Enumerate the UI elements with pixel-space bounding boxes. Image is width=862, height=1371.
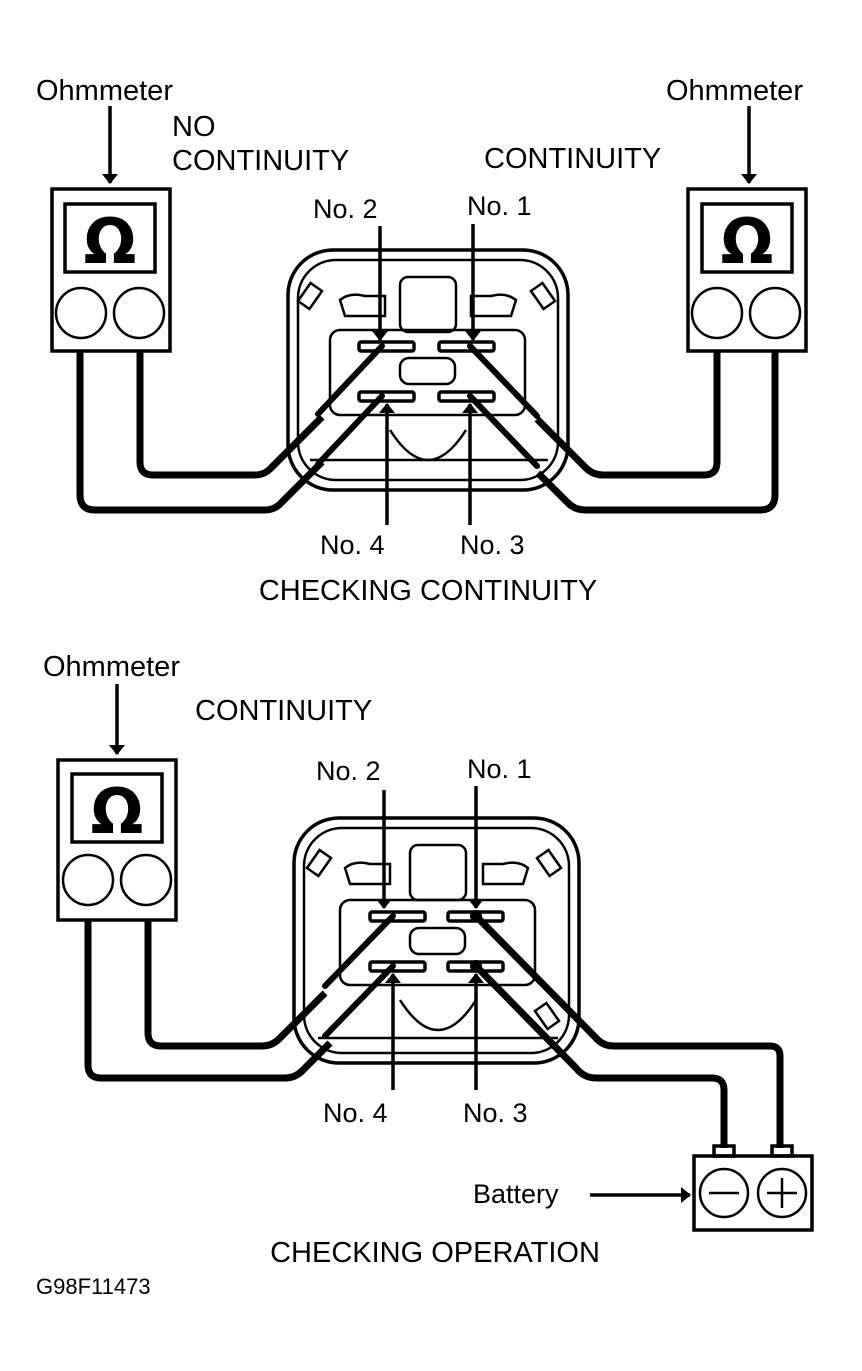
no-continuity-label-1: NO [172, 111, 216, 143]
bottom-connector [292, 816, 581, 1065]
terminal-label-no3: No. 3 [463, 1098, 528, 1128]
figure-code: G98F11473 [36, 1274, 151, 1299]
right-ohmmeter-label: Ohmmeter [666, 75, 803, 107]
bottom-panel: Ohmmeter CONTINUITY Ω [43, 651, 814, 1269]
meter-terminal-icon [690, 286, 744, 340]
continuity-label-top: CONTINUITY [484, 143, 661, 175]
no-continuity-label-2: CONTINUITY [172, 145, 349, 177]
bottom-ohmmeter-label: Ohmmeter [43, 651, 180, 683]
meter-terminal-icon [61, 853, 115, 907]
bottom-lead-wire-outer [84, 920, 333, 1082]
right-lead-wire-outer [535, 351, 779, 514]
battery-wire-negative [473, 963, 728, 1148]
probe-no4 [315, 393, 385, 467]
left-ohmmeter-label: Ohmmeter [36, 75, 173, 107]
top-panel: Ohmmeter NO CONTINUITY Ω Ohmmeter CONTIN… [36, 75, 808, 607]
ohm-symbol-icon: Ω [91, 775, 144, 848]
probe-no1 [467, 343, 540, 419]
left-lead-wire-inner [136, 351, 325, 479]
meter-terminal-icon [112, 286, 166, 340]
battery-label: Battery [473, 1179, 559, 1209]
terminal-label-no1: No. 1 [467, 754, 532, 784]
top-connector [286, 248, 570, 492]
bottom-ohmmeter: Ω [56, 758, 178, 922]
terminal-label-no4: No. 4 [320, 530, 385, 560]
bottom-panel-caption: CHECKING OPERATION [270, 1237, 600, 1269]
terminal-label-no2: No. 2 [316, 756, 381, 786]
battery [692, 1144, 814, 1232]
battery-negative-icon [698, 1167, 750, 1219]
right-ohmmeter: Ω [686, 187, 808, 353]
left-ohmmeter: Ω [50, 187, 172, 353]
probe-no4 [322, 963, 396, 1039]
left-lead-wire-outer [76, 351, 325, 514]
meter-terminal-icon [54, 286, 108, 340]
continuity-label-bottom: CONTINUITY [195, 695, 372, 727]
terminal-label-no1: No. 1 [467, 191, 532, 221]
battery-positive-icon [756, 1167, 808, 1219]
terminal-label-no2: No. 2 [313, 194, 378, 224]
probe-no2 [315, 343, 385, 417]
ohm-symbol-icon: Ω [84, 205, 137, 278]
ohm-symbol-icon: Ω [721, 205, 774, 278]
top-panel-caption: CHECKING CONTINUITY [259, 575, 597, 607]
terminal-label-no4: No. 4 [323, 1098, 388, 1128]
probe-no2 [322, 913, 396, 989]
bottom-lead-wire-inner [144, 920, 328, 1050]
meter-terminal-icon [748, 286, 802, 340]
terminal-label-no3: No. 3 [460, 530, 525, 560]
meter-terminal-icon [119, 853, 173, 907]
probe-no3 [467, 393, 540, 469]
battery-wire-positive [473, 913, 784, 1148]
right-lead-wire-inner [534, 351, 721, 479]
